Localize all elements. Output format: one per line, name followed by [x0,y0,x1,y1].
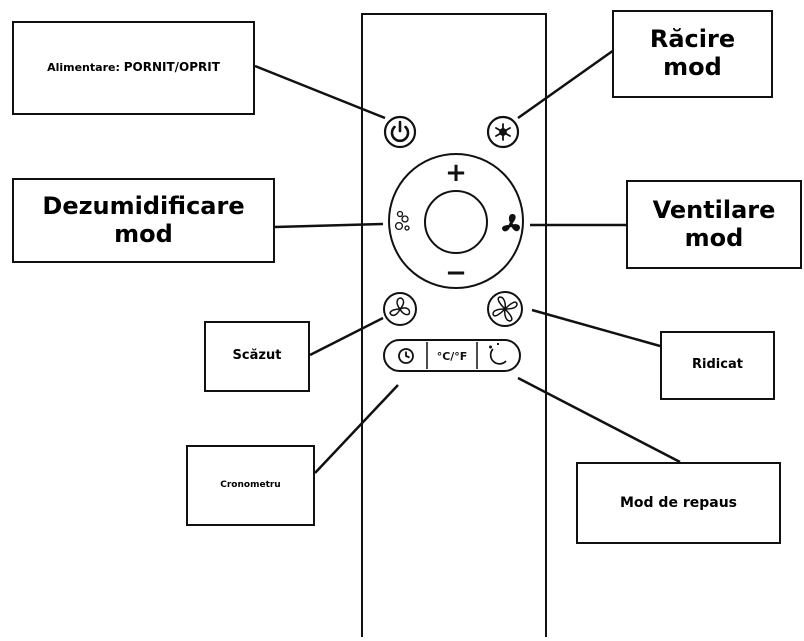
dehumidify-label-line1: Dezumidificare [42,191,245,220]
dehumidify-button[interactable] [394,210,410,231]
callout-sleep: Mod de repaus [576,462,781,544]
sleep-button[interactable] [489,343,507,365]
high-speed-label: Ridicat [692,357,743,373]
low-speed-button[interactable] [383,292,417,326]
power-prefix-label: Alimentare: [47,61,120,75]
sleep-mode-label: Mod de repaus [619,494,737,511]
temperature-unit-button[interactable]: °C/°F [437,350,468,363]
high-speed-button[interactable] [487,291,523,327]
callout-fan-mode: Ventilare mod [626,180,802,269]
dehumidify-label-line2: mod [114,219,173,248]
clock-icon [398,348,414,364]
callout-power: Alimentare: PORNIT/OPRIT [12,21,255,115]
fan-icon [502,214,520,232]
callout-high: Ridicat [660,331,775,400]
center-ok-button[interactable] [424,190,488,254]
temp-down-button[interactable]: − [445,258,467,288]
power-button[interactable] [383,115,417,149]
callout-cooling: Răcire mod [612,10,773,98]
cooling-label-line1: Răcire [649,25,736,54]
leader-cooling [517,48,615,120]
snowflake-icon [495,123,511,141]
timer-label: Cronometru [220,480,281,491]
fan-high-icon [492,296,518,322]
bottom-button-bar [383,339,521,372]
leader-sleep [517,376,681,464]
leader-high [531,308,661,348]
remote-body [361,13,547,637]
moon-stars-icon [489,343,507,365]
cooling-label-line2: mod [663,53,722,81]
leader-timer [314,384,399,474]
callout-timer: Cronometru [186,445,315,526]
cooling-mode-button[interactable] [486,115,520,149]
droplets-icon [394,210,410,231]
temp-up-button[interactable]: + [445,158,467,188]
leader-power [254,64,386,120]
callout-dehumidify: Dezumidificare mod [12,178,275,263]
fan-mode-button[interactable] [502,214,520,232]
leader-dehumidify [274,222,384,229]
leader-lines [254,48,681,474]
timer-button[interactable] [398,348,414,364]
power-state-label: PORNIT/OPRIT [123,60,220,75]
fan-low-icon [389,297,411,317]
callout-low: Scăzut [204,321,310,392]
low-speed-label: Scăzut [232,348,282,364]
leader-low [309,316,384,357]
power-icon [390,120,410,143]
fan-mode-label-line2: mod [684,223,744,252]
fan-mode-label-line1: Ventilare [652,195,776,224]
